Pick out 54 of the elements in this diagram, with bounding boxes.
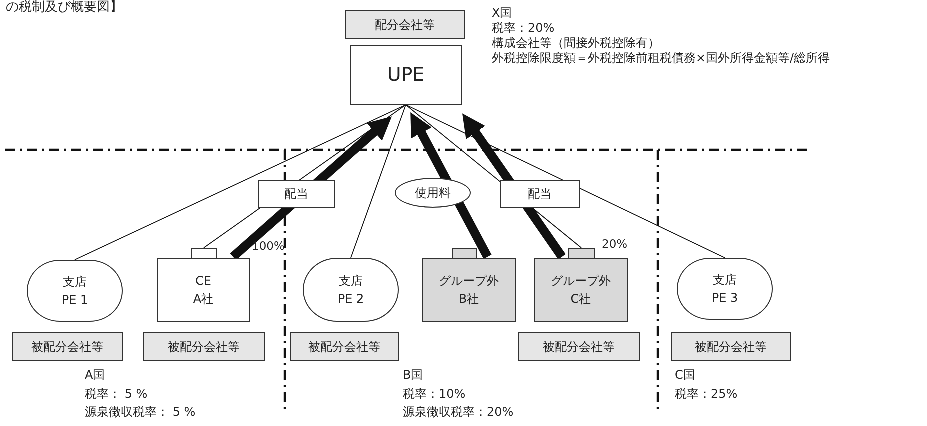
company-box <box>422 258 516 322</box>
company-box <box>157 258 250 322</box>
note-text: A国 <box>85 368 106 382</box>
node-text: 被配分会社等 <box>695 338 767 356</box>
edge-label-box: 配当 <box>258 180 335 208</box>
note-text: 税率：10% <box>403 387 466 402</box>
node-text: UPE <box>387 62 425 88</box>
note-text: B国 <box>403 368 424 382</box>
thick-arrow <box>410 112 492 260</box>
label-box <box>143 332 265 361</box>
note-text: 税率： 5 % <box>85 387 148 402</box>
edge-label-box: 配当 <box>500 180 580 208</box>
note-text: 構成会社等（間接外税控除有） <box>492 36 660 50</box>
label-box <box>518 332 640 361</box>
connector-line <box>350 104 406 258</box>
label-box <box>12 332 123 361</box>
node-text: 被配分会社等 <box>168 338 240 356</box>
node-text: 支店 <box>339 273 363 290</box>
node-text: 配分会社等 <box>375 16 435 34</box>
node-text: グループ外 <box>439 273 499 290</box>
node-text: グループ外 <box>551 273 611 290</box>
company-box <box>534 258 628 322</box>
node-text: CE <box>196 273 212 290</box>
node-text: PE 3 <box>712 290 738 307</box>
note-text: 税率：20% <box>492 21 555 36</box>
label-box <box>671 332 791 361</box>
note-text: 外税控除限度額＝外税控除前租税債務×国外所得金額等/総所得 <box>492 51 830 66</box>
node-text: C社 <box>570 291 592 308</box>
ownership-tab <box>568 248 595 259</box>
node-text: 被配分会社等 <box>308 338 380 356</box>
node-text: B社 <box>458 291 480 308</box>
company-box <box>350 45 462 105</box>
ownership-tab <box>191 248 217 259</box>
label-box <box>290 332 399 361</box>
label-box <box>345 10 465 39</box>
note-text: X国 <box>492 6 512 20</box>
note-text: 税率：25% <box>675 387 738 402</box>
edge-label-ellipse: 使用料 <box>395 178 471 208</box>
ownership-tab <box>452 248 477 259</box>
node-text: 被配分会社等 <box>543 338 615 356</box>
connector-line <box>74 104 406 260</box>
node-text: PE 1 <box>62 292 88 309</box>
note-text: 100% <box>252 240 285 254</box>
node-text: A社 <box>193 291 214 308</box>
node-text: 被配分会社等 <box>32 338 104 356</box>
note-text: 源泉徴収税率： 5 % <box>85 405 196 420</box>
note-text: 源泉徴収税率：20% <box>403 405 514 420</box>
heading-text: の税制及び概要図】 <box>6 0 123 16</box>
note-text: C国 <box>675 368 696 382</box>
connector-line <box>406 104 726 258</box>
node-text: 支店 <box>63 274 87 291</box>
node-text: 支店 <box>713 272 737 289</box>
note-text: 20% <box>602 238 628 252</box>
node-text: PE 2 <box>338 291 364 308</box>
